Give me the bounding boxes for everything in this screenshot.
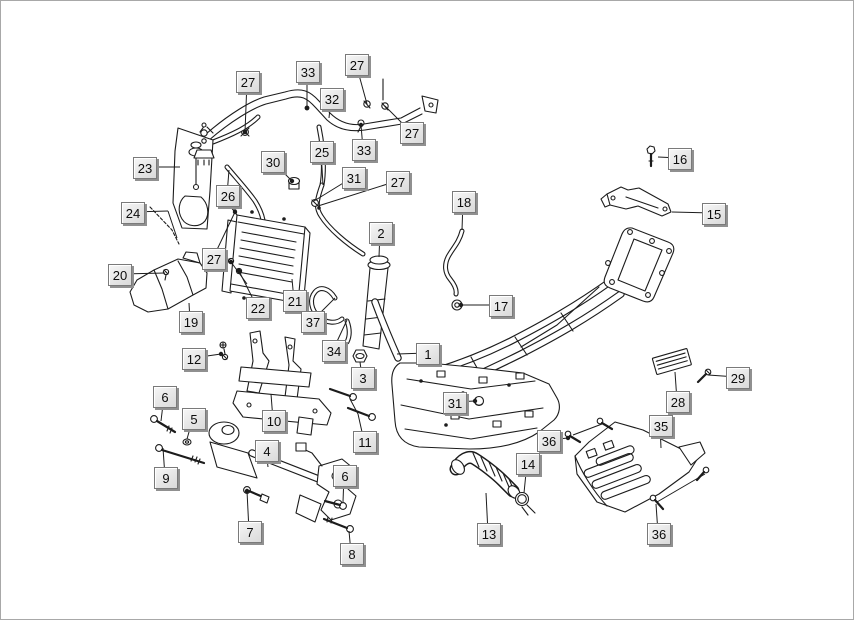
- front-fender-part: [129, 251, 208, 313]
- callout-13[interactable]: 13: [477, 523, 501, 545]
- leader-dot: [228, 259, 234, 265]
- callout-23[interactable]: 23: [133, 157, 157, 179]
- callout-36[interactable]: 36: [647, 523, 671, 545]
- air-hose-part: [449, 453, 536, 516]
- sticker-plate-part: [651, 348, 712, 384]
- leader-lines: [118, 63, 738, 554]
- callout-12[interactable]: 12: [182, 348, 206, 370]
- leader-dot: [242, 129, 248, 135]
- callout-18[interactable]: 18: [452, 191, 476, 213]
- leader-dot: [304, 105, 310, 111]
- expansion-tank-part: [149, 122, 301, 245]
- callout-6[interactable]: 6: [153, 386, 177, 408]
- rear-bracket-part: [600, 145, 672, 217]
- callout-10[interactable]: 10: [262, 410, 286, 432]
- callout-7[interactable]: 7: [238, 521, 262, 543]
- leader-line: [349, 398, 359, 415]
- callout-19[interactable]: 19: [179, 311, 203, 333]
- callout-33[interactable]: 33: [352, 139, 376, 161]
- callout-8[interactable]: 8: [340, 543, 364, 565]
- callout-14[interactable]: 14: [516, 453, 540, 475]
- leader-dot: [289, 178, 295, 184]
- callout-31[interactable]: 31: [342, 167, 366, 189]
- callout-9[interactable]: 9: [154, 467, 178, 489]
- callout-24[interactable]: 24: [121, 202, 145, 224]
- callout-36[interactable]: 36: [537, 430, 561, 452]
- leader-dot: [358, 122, 364, 128]
- callout-21[interactable]: 21: [283, 290, 307, 312]
- callout-27[interactable]: 27: [202, 248, 226, 270]
- callout-27[interactable]: 27: [345, 54, 369, 76]
- leader-line: [572, 423, 603, 436]
- callout-5[interactable]: 5: [182, 408, 206, 430]
- callout-15[interactable]: 15: [702, 203, 726, 225]
- leader-line: [656, 473, 706, 503]
- leader-dot: [218, 351, 224, 357]
- callout-28[interactable]: 28: [666, 391, 690, 413]
- callout-27[interactable]: 27: [386, 171, 410, 193]
- undertray-part: [564, 417, 710, 513]
- callout-6[interactable]: 6: [333, 465, 357, 487]
- leader-dot: [565, 435, 571, 441]
- callout-22[interactable]: 22: [246, 297, 270, 319]
- callout-27[interactable]: 27: [400, 122, 424, 144]
- callout-32[interactable]: 32: [320, 88, 344, 110]
- callout-26[interactable]: 26: [216, 185, 240, 207]
- leader-line: [167, 210, 178, 239]
- callout-37[interactable]: 37: [301, 311, 325, 333]
- callout-1[interactable]: 1: [416, 343, 440, 365]
- breather-hose-part: [446, 231, 462, 311]
- leader-dot: [244, 488, 250, 494]
- engine-mount-part: [150, 387, 376, 533]
- callout-31[interactable]: 31: [443, 392, 467, 414]
- callout-17[interactable]: 17: [489, 295, 513, 317]
- callout-25[interactable]: 25: [310, 141, 334, 163]
- callout-3[interactable]: 3: [351, 367, 375, 389]
- callout-16[interactable]: 16: [668, 148, 692, 170]
- leader-dot: [472, 398, 478, 404]
- leader-dot: [458, 302, 464, 308]
- leader-dot: [232, 209, 238, 215]
- callout-11[interactable]: 11: [353, 431, 377, 453]
- leader-line: [230, 261, 248, 285]
- callout-20[interactable]: 20: [108, 264, 132, 286]
- callout-30[interactable]: 30: [261, 151, 285, 173]
- callout-34[interactable]: 34: [322, 340, 346, 362]
- support-bracket-part: [219, 330, 332, 436]
- callout-35[interactable]: 35: [649, 415, 673, 437]
- callout-4[interactable]: 4: [255, 440, 279, 462]
- callout-33[interactable]: 33: [296, 61, 320, 83]
- frame-part: [375, 227, 675, 450]
- leader-line: [317, 180, 398, 207]
- callout-2[interactable]: 2: [369, 222, 393, 244]
- callout-27[interactable]: 27: [236, 71, 260, 93]
- callout-29[interactable]: 29: [726, 367, 750, 389]
